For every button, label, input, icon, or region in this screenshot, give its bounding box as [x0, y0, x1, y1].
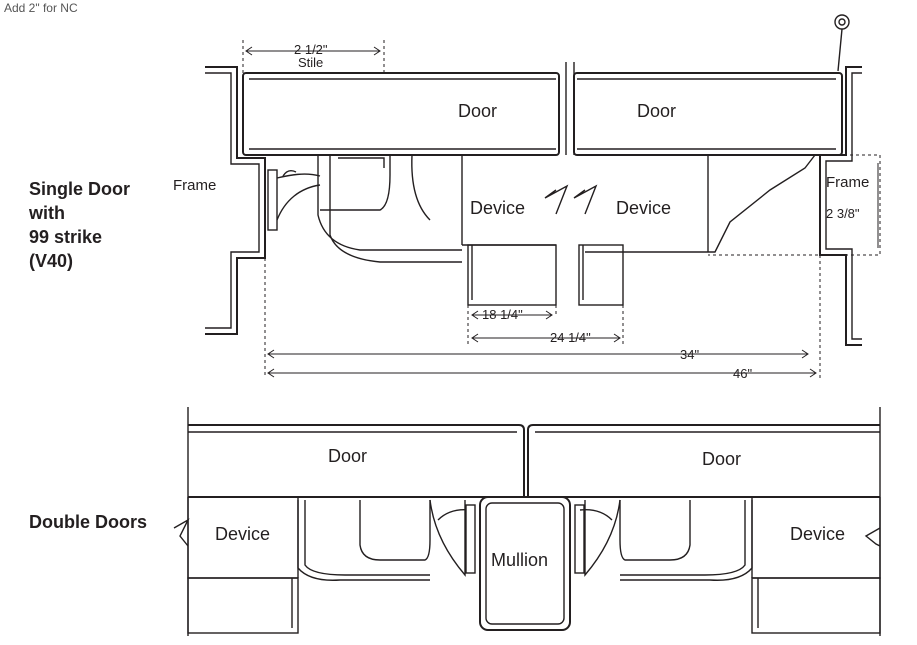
double-doors-heading: Double Doors [29, 512, 147, 532]
mullion-label: Mullion [491, 550, 548, 570]
double-door-right-label: Door [702, 449, 741, 469]
dim-46-label: 46" [733, 366, 752, 381]
dim-overall-lines [264, 255, 821, 378]
strike-99 [267, 169, 321, 231]
frame-left-label: Frame [173, 177, 216, 194]
break-zigzag-right [573, 184, 598, 215]
frame-right-label: Frame [826, 174, 869, 191]
single-heading-line-4: (V40) [29, 251, 73, 271]
right-frame [819, 66, 862, 346]
double-device-right [574, 497, 881, 634]
double-door-right [527, 424, 880, 498]
double-device-right-label: Device [790, 524, 845, 544]
double-door-left [188, 424, 525, 498]
dim-34-label: 34" [680, 347, 699, 362]
double-device-left-label: Device [215, 524, 270, 544]
dim-18-label: 18 1/4" [482, 307, 523, 322]
single-door-heading: Single Door with 99 strike (V40) [28, 179, 130, 271]
single-device-left-label: Device [470, 198, 525, 218]
single-door-left [242, 72, 560, 156]
single-device-right-label: Device [616, 198, 671, 218]
left-frame [205, 66, 266, 335]
double-door-left-label: Door [328, 446, 367, 466]
single-door-left-label: Door [458, 101, 497, 121]
stile-label: Stile [298, 55, 323, 70]
break-zigzag-left [544, 184, 569, 215]
single-device-body [317, 154, 556, 263]
single-door-right-label: Door [637, 101, 676, 121]
dim-stile-label: 2 1/2" [294, 42, 328, 57]
dim-stile [242, 40, 385, 73]
hinge-icon [834, 14, 850, 72]
mullion [479, 496, 571, 631]
single-heading-line-2: with [28, 203, 65, 223]
double-device-left [173, 497, 476, 634]
single-device-rail [467, 244, 624, 306]
dim-depth-label: 2 3/8" [826, 206, 860, 221]
depth-dashed-outline [708, 154, 881, 256]
single-device-right [585, 154, 817, 253]
dim-18-line [467, 305, 624, 345]
single-heading-line-1: Single Door [29, 179, 130, 199]
single-heading-line-3: 99 strike [29, 227, 102, 247]
single-door-right [573, 72, 843, 156]
top-note: Add 2" for NC [4, 1, 78, 15]
dim-24-label: 24 1/4" [550, 330, 591, 345]
